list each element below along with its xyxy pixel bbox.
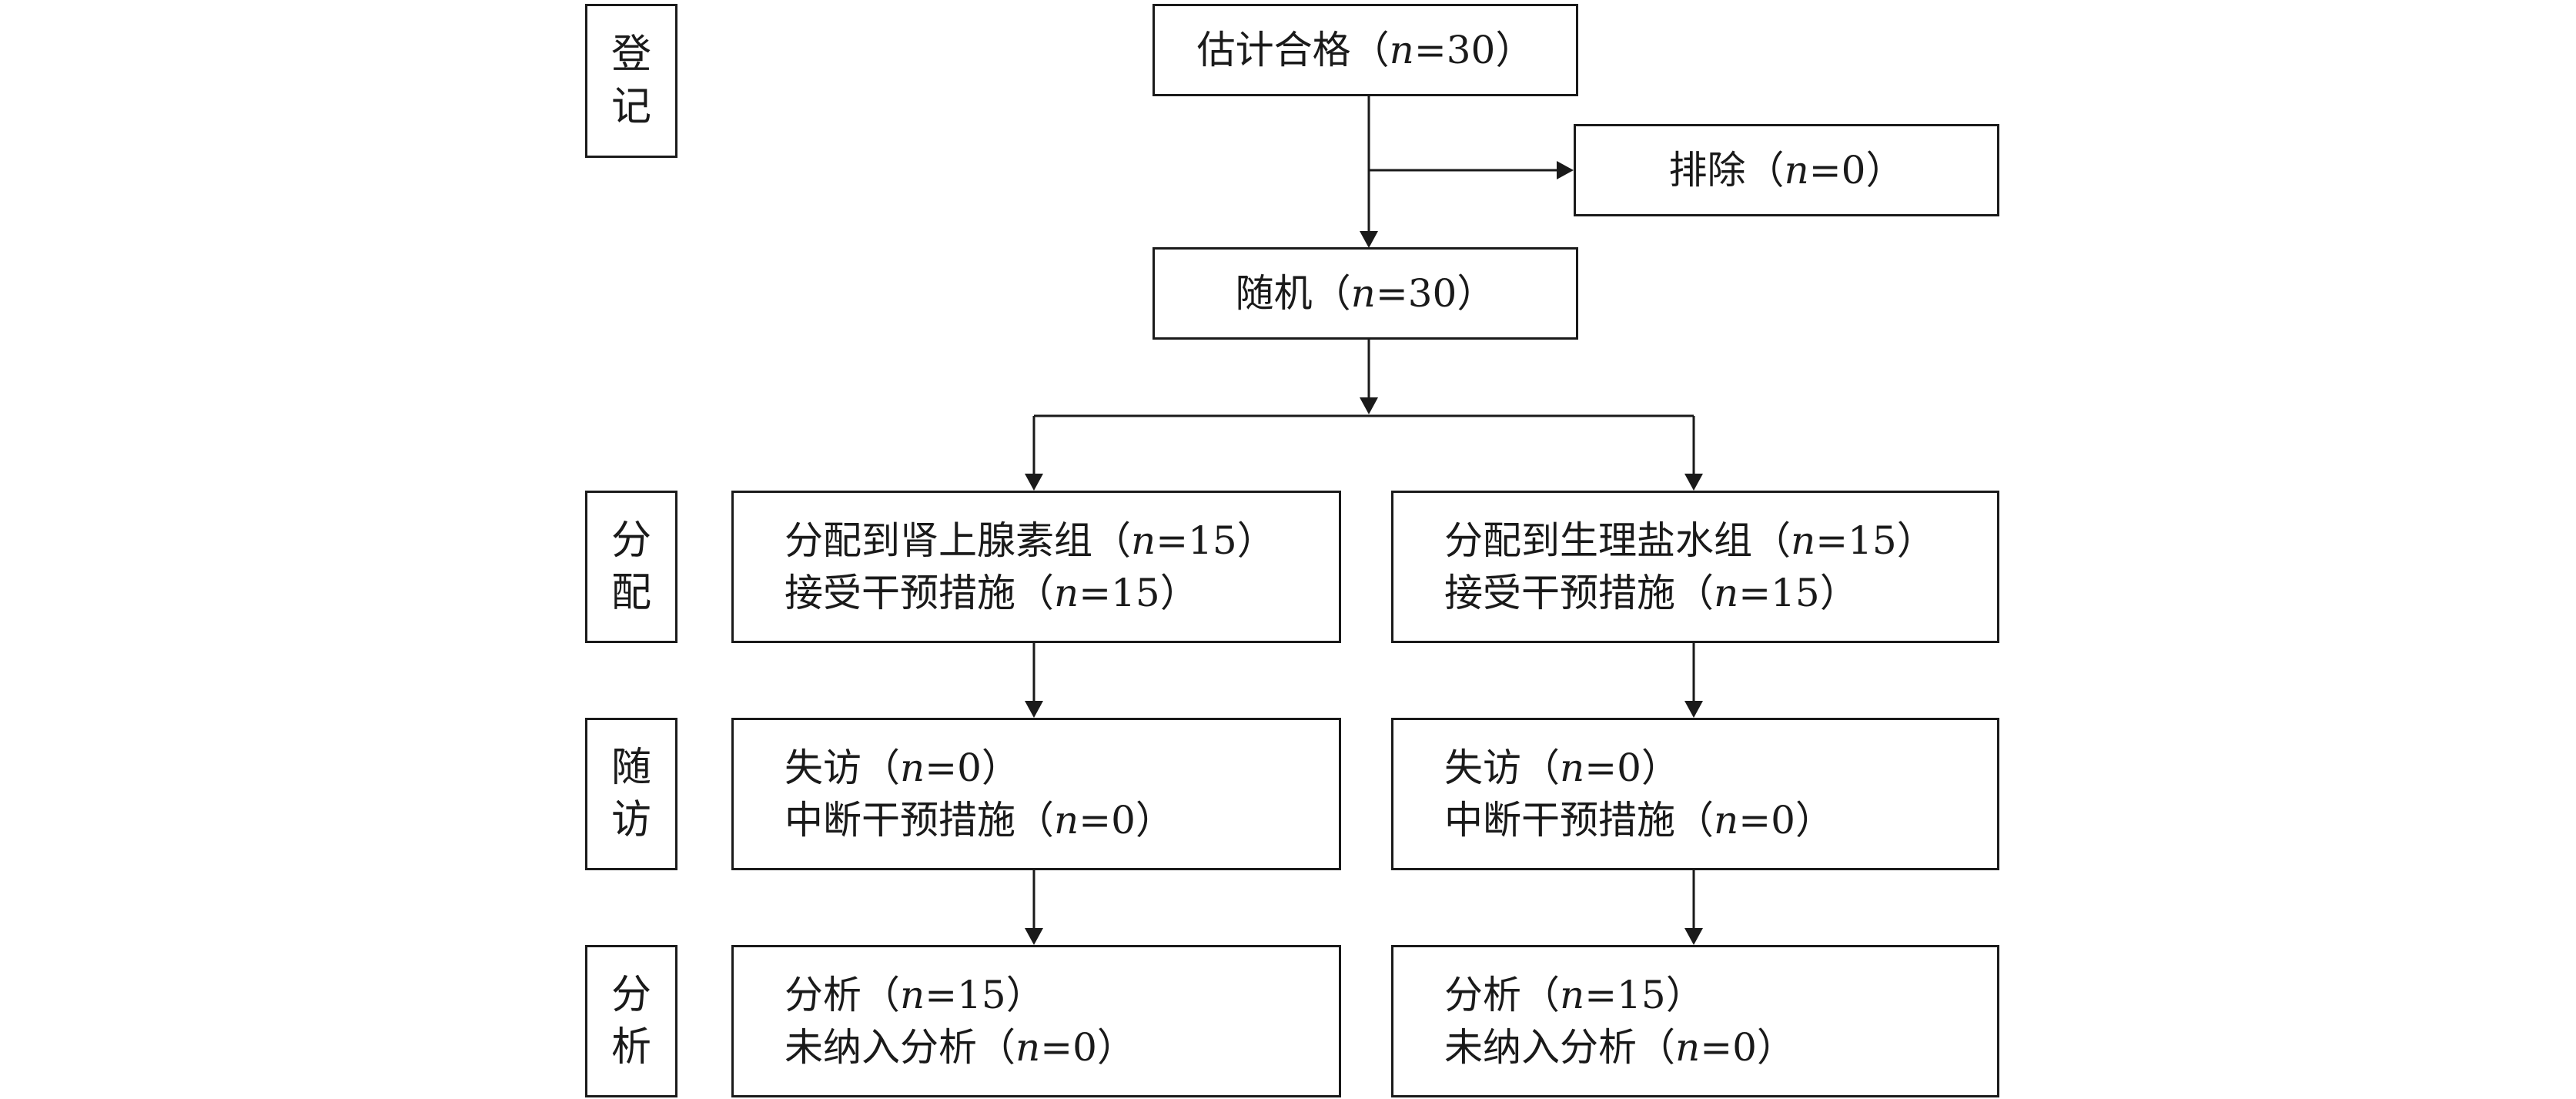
stage-followup-char-1: 随 <box>611 745 651 791</box>
stage-enrollment-char-1: 登 <box>611 32 651 78</box>
eligible-text: 估计合格（ <box>1196 28 1390 72</box>
stage-analysis-char-1: 分 <box>611 972 651 1018</box>
excluded-n: n <box>1784 148 1809 193</box>
right-allocation-line-1: 分配到生理盐水组（n=15） <box>1444 518 1935 563</box>
box-left-analysis: 分析（n=15） 未纳入分析（n=0） <box>731 945 1341 1097</box>
randomized-n: n <box>1350 271 1376 316</box>
box-excluded: 排除（n=0） <box>1574 124 1999 216</box>
stage-allocation-char-1: 分 <box>611 518 651 564</box>
arrowhead-split <box>1360 397 1378 414</box>
arrowhead-right-analysis <box>1684 928 1703 945</box>
arrowhead-left-alloc <box>1025 474 1043 491</box>
box-right-analysis: 分析（n=15） 未纳入分析（n=0） <box>1391 945 1999 1097</box>
stage-allocation: 分 配 <box>585 491 677 643</box>
left-analysis-line-2: 未纳入分析（n=0） <box>785 1025 1136 1070</box>
excluded-rest: =0） <box>1808 148 1905 193</box>
box-right-allocation: 分配到生理盐水组（n=15） 接受干预措施（n=15） <box>1391 491 1999 643</box>
stage-analysis-char-2: 析 <box>611 1024 651 1071</box>
excluded-text: 排除（ <box>1668 148 1785 193</box>
stage-analysis: 分 析 <box>585 945 677 1097</box>
stage-enrollment-char-2: 记 <box>611 84 651 130</box>
randomized-text: 随机（ <box>1235 271 1351 316</box>
arrowhead-right-alloc <box>1684 474 1703 491</box>
arrowhead-excluded <box>1557 161 1574 179</box>
left-allocation-line-1: 分配到肾上腺素组（n=15） <box>785 518 1276 563</box>
left-analysis-line-1: 分析（n=15） <box>785 973 1045 1017</box>
right-analysis-line-2: 未纳入分析（n=0） <box>1444 1025 1795 1070</box>
box-randomized: 随机（n=30） <box>1153 247 1578 340</box>
box-eligible: 估计合格（n=30） <box>1153 4 1578 96</box>
eligible-rest: =30） <box>1413 28 1534 72</box>
right-followup-line-1: 失访（n=0） <box>1444 746 1680 790</box>
stage-followup-char-2: 访 <box>611 797 651 843</box>
box-left-allocation: 分配到肾上腺素组（n=15） 接受干预措施（n=15） <box>731 491 1341 643</box>
left-allocation-line-2: 接受干预措施（n=15） <box>785 571 1199 615</box>
arrowhead-left-analysis <box>1025 928 1043 945</box>
stage-allocation-char-2: 配 <box>611 570 651 616</box>
right-allocation-line-2: 接受干预措施（n=15） <box>1444 571 1858 615</box>
eligible-n: n <box>1389 28 1414 72</box>
left-followup-line-1: 失访（n=0） <box>785 746 1020 790</box>
right-followup-line-2: 中断干预措施（n=0） <box>1444 798 1834 843</box>
box-right-followup: 失访（n=0） 中断干预措施（n=0） <box>1391 718 1999 870</box>
arrowhead-left-follow <box>1025 701 1043 718</box>
box-left-followup: 失访（n=0） 中断干预措施（n=0） <box>731 718 1341 870</box>
arrowhead-randomized <box>1360 231 1378 248</box>
left-followup-line-2: 中断干预措施（n=0） <box>785 798 1174 843</box>
randomized-rest: =30） <box>1375 271 1496 316</box>
arrowhead-right-follow <box>1684 701 1703 718</box>
stage-followup: 随 访 <box>585 718 677 870</box>
stage-enrollment: 登 记 <box>585 4 677 158</box>
right-analysis-line-1: 分析（n=15） <box>1444 973 1705 1017</box>
